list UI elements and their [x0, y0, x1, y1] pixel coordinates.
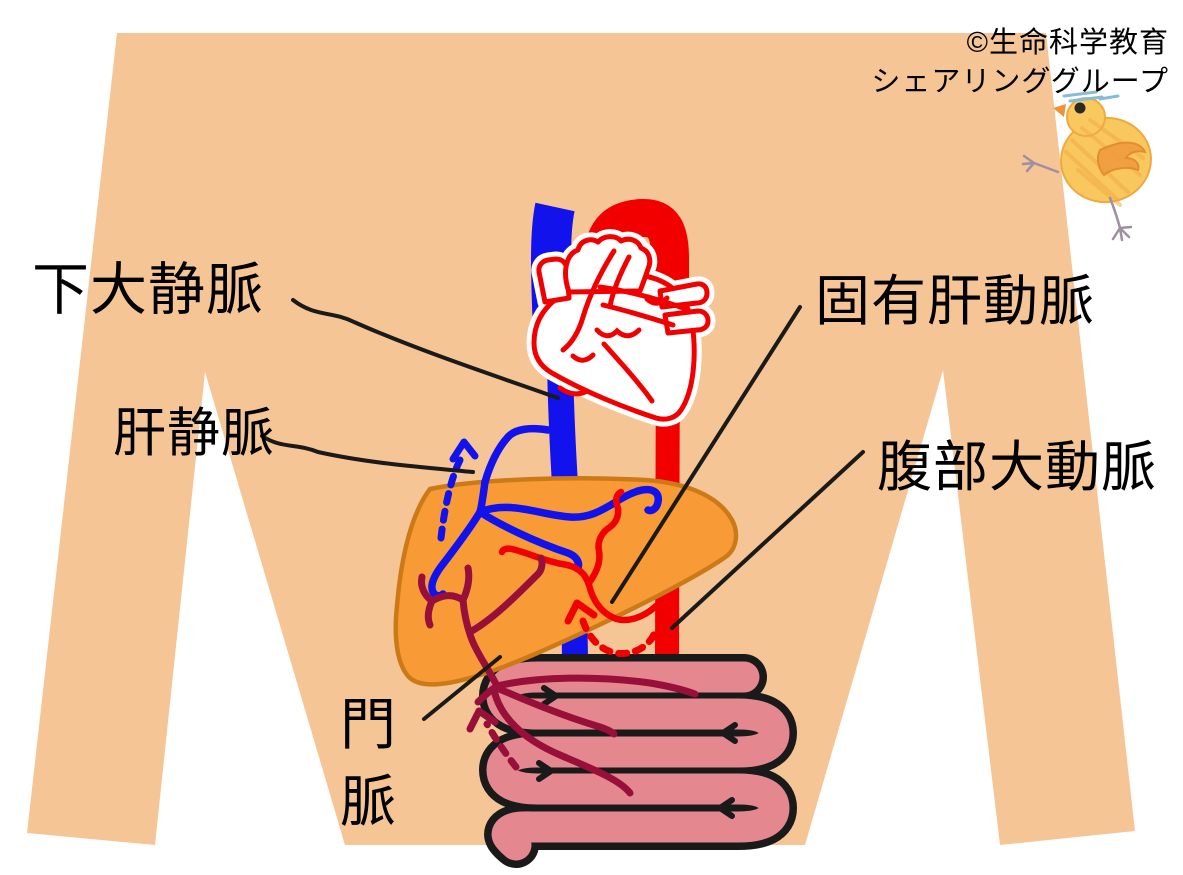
label-pointers: [260, 298, 865, 721]
chick-beak: [1053, 104, 1066, 117]
hepatic-artery-branch: [585, 488, 625, 587]
copyright-notice: ©生命科学教育 シェアリンググループ: [871, 24, 1169, 102]
label-inferior-vena-cava: 下大静脈: [32, 258, 264, 322]
label-hepatic-vein: 肝静脈: [113, 404, 275, 463]
heart: [526, 229, 716, 427]
pointer-portal-vein: [422, 655, 502, 721]
hepatic-vein-vessels: [428, 424, 663, 600]
heart-surface-lines: [557, 248, 689, 404]
hepatic-artery-main: [498, 545, 660, 624]
heart-right-vessel-stub-2: [662, 308, 711, 336]
heart-right-vessel-stub-1: [657, 281, 710, 310]
chick-wing: [1096, 141, 1147, 177]
chick-sweat-scribble: [1062, 90, 1120, 103]
mesenteric-branch-2: [493, 684, 618, 738]
portal-branch-up: [459, 564, 473, 604]
pointer-proper-hepatic-artery: [610, 305, 802, 604]
portal-vein-trunk: [459, 596, 501, 690]
portal-vein-flow-arrow: [466, 707, 520, 771]
hepatic-vein-branch-mid: [476, 508, 583, 572]
chick-illustration: [1021, 90, 1152, 242]
pointer-inferior-vena-cava: [291, 298, 560, 400]
portal-branch-left-twigs: [418, 573, 436, 629]
chick-eye: [1074, 102, 1086, 114]
hepatic-artery-vessels: [498, 488, 660, 657]
label-portal-vein-char1: 門: [340, 693, 397, 756]
mesenteric-twig: [474, 682, 501, 706]
portal-branch-right: [466, 554, 546, 636]
label-portal-vein: 門 脈: [340, 686, 404, 841]
hepatic-vein-flow-arrow: [437, 438, 479, 542]
copyright-line1: ©生命科学教育: [966, 27, 1169, 59]
intestine: [479, 654, 797, 868]
intestine-fill: [486, 661, 790, 861]
portal-vein-vessels: [418, 554, 699, 797]
chick-legs: [1021, 154, 1133, 242]
intestine-fold-forks: [536, 685, 738, 819]
hepatic-vein-branch-right: [476, 485, 663, 521]
label-abdominal-aorta: 腹部大動脈: [877, 436, 1158, 498]
copyright-line2: シェアリンググループ: [871, 65, 1169, 98]
hepatic-vein-to-ivc: [481, 424, 552, 486]
hepatic-artery-flow-arrow: [564, 599, 660, 657]
body-silhouette: [27, 33, 1135, 845]
pointer-abdominal-aorta: [670, 450, 865, 630]
pointer-hepatic-vein: [260, 434, 475, 474]
mesenteric-branch-3: [490, 686, 634, 797]
label-portal-vein-char2: 脈: [340, 770, 397, 834]
mesenteric-branch-1: [493, 674, 699, 698]
label-proper-hepatic-artery: 固有肝動脈: [815, 270, 1096, 332]
